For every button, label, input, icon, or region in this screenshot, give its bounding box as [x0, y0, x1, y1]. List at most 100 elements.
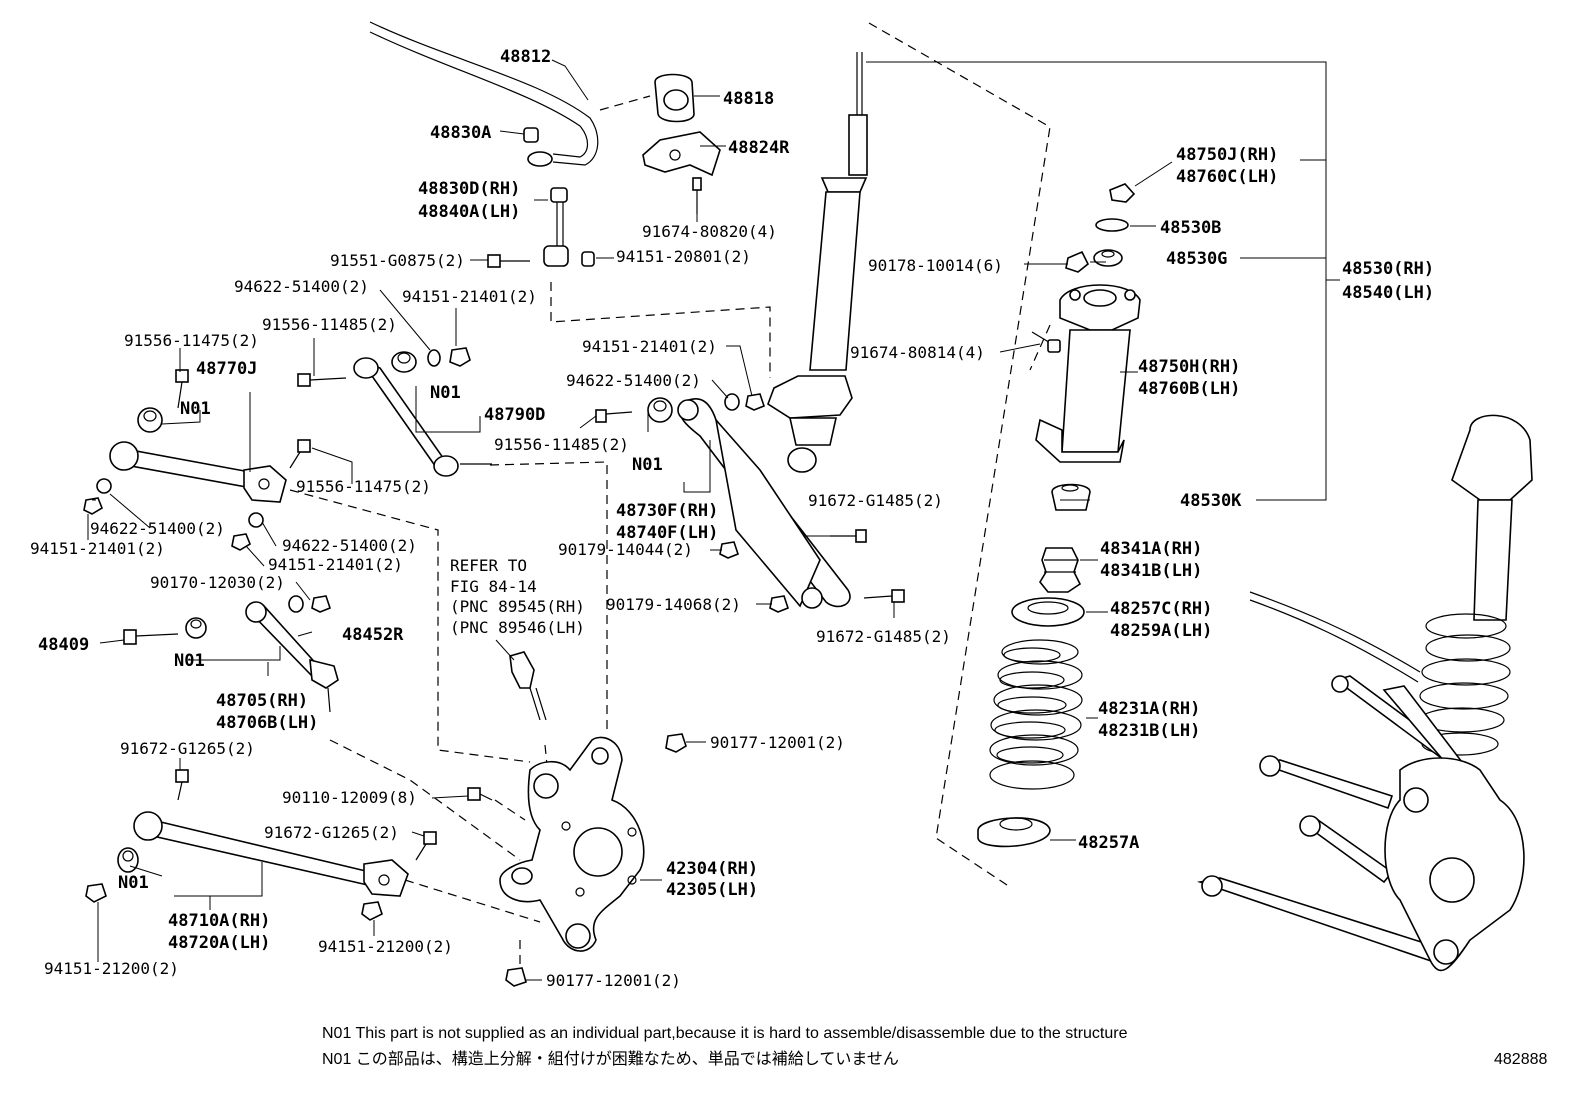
label-94151-21200-a[interactable]: 94151-21200(2)	[44, 959, 179, 978]
stabilizer-bar[interactable]	[369, 21, 599, 167]
label-94151-21401-a[interactable]: 94151-21401(2)	[402, 287, 537, 306]
label-42305[interactable]: 42305(LH)	[666, 880, 758, 900]
arm-nut-94151-21200-b[interactable]	[361, 901, 383, 921]
label-48710A[interactable]: 48710A(RH)	[168, 911, 270, 931]
label-n01-c[interactable]: N01	[632, 455, 663, 475]
toe-arm-bolt-48409[interactable]	[123, 629, 179, 645]
label-48409[interactable]: 48409	[38, 635, 89, 655]
label-48790D[interactable]: 48790D	[484, 405, 545, 425]
label-94622-51400-a[interactable]: 94622-51400(2)	[234, 277, 369, 296]
label-48760B[interactable]: 48760B(LH)	[1138, 379, 1240, 399]
label-90170-12030[interactable]: 90170-12030(2)	[150, 573, 285, 592]
label-48760C[interactable]: 48760C(LH)	[1176, 167, 1278, 187]
label-n01-a[interactable]: N01	[180, 399, 211, 419]
label-48750J[interactable]: 48750J(RH)	[1176, 145, 1278, 165]
arm-bushing-n01[interactable]	[647, 397, 673, 423]
strut-nut[interactable]	[1109, 183, 1136, 203]
arm-bushing-n01[interactable]	[137, 407, 163, 433]
arm-washer[interactable]	[427, 349, 441, 367]
arm-bolt-91672-G1265-b[interactable]	[415, 831, 437, 861]
arm-nut-94151-21200[interactable]	[85, 883, 107, 903]
label-48259A[interactable]: 48259A(LH)	[1110, 621, 1212, 641]
arm-nut-90179-14068[interactable]	[769, 595, 789, 613]
bracket-bolt[interactable]	[692, 177, 702, 214]
assembled-suspension-view[interactable]	[1196, 414, 1533, 972]
label-48818[interactable]: 48818	[723, 89, 774, 109]
label-48231B[interactable]: 48231B(LH)	[1098, 721, 1200, 741]
strut-bushing-lower[interactable]	[1051, 483, 1091, 511]
label-48750H[interactable]: 48750H(RH)	[1138, 357, 1240, 377]
label-48530K[interactable]: 48530K	[1180, 491, 1242, 511]
strut-washer[interactable]	[1095, 218, 1129, 232]
stabilizer-bushing[interactable]	[654, 73, 695, 123]
label-91672-G1265-a[interactable]: 91672-G1265(2)	[120, 739, 255, 758]
lower-spring-seat[interactable]	[977, 817, 1051, 848]
label-91674-80820[interactable]: 91674-80820(4)	[642, 222, 777, 241]
label-48540[interactable]: 48540(LH)	[1342, 283, 1434, 303]
stabilizer-link[interactable]	[543, 187, 569, 267]
coil-spring[interactable]	[989, 639, 1083, 790]
label-n01-d[interactable]: N01	[174, 651, 205, 671]
label-refer-2[interactable]: FIG 84-14	[450, 577, 537, 596]
label-48740F[interactable]: 48740F(LH)	[616, 523, 718, 543]
label-n01-b[interactable]: N01	[430, 383, 461, 403]
knuckle-nut-90177-a[interactable]	[665, 733, 687, 753]
arm-bolt-91672-G1485-b[interactable]	[863, 589, 905, 603]
label-n01-e[interactable]: N01	[118, 873, 149, 893]
arm-bushing-n01[interactable]	[117, 847, 139, 873]
label-94622-51400-b[interactable]: 94622-51400(2)	[566, 371, 701, 390]
arm-bushing-n01[interactable]	[391, 351, 417, 373]
label-48720A[interactable]: 48720A(LH)	[168, 933, 270, 953]
label-91672-G1265-b[interactable]: 91672-G1265(2)	[264, 823, 399, 842]
stabilizer-nut[interactable]	[523, 127, 539, 143]
arm-bolt-91672-G1485-a[interactable]	[830, 529, 867, 543]
label-91556-11485-b[interactable]: 91556-11485(2)	[494, 435, 629, 454]
label-48530[interactable]: 48530(RH)	[1342, 259, 1434, 279]
label-94622-51400-c[interactable]: 94622-51400(2)	[90, 519, 225, 538]
label-90179-14068[interactable]: 90179-14068(2)	[606, 595, 741, 614]
arm-bolt-91556-11485-b[interactable]	[595, 409, 633, 423]
label-48705[interactable]: 48705(RH)	[216, 691, 308, 711]
label-48840A[interactable]: 48840A(LH)	[418, 202, 520, 222]
label-94151-20801[interactable]: 94151-20801(2)	[616, 247, 751, 266]
spring-bumper[interactable]	[1039, 547, 1082, 593]
label-48530G[interactable]: 48530G	[1166, 249, 1227, 269]
knuckle-bolt-90110[interactable]	[467, 787, 493, 801]
label-91674-80814[interactable]: 91674-80814(4)	[850, 343, 985, 362]
label-refer-3[interactable]: (PNC 89545(RH)	[450, 597, 585, 616]
lower-arm-48710A[interactable]	[133, 811, 409, 897]
arm-nut[interactable]	[83, 497, 103, 515]
label-48257A[interactable]: 48257A	[1078, 833, 1139, 853]
arm-washer[interactable]	[724, 393, 740, 411]
label-refer-4[interactable]: (PNC 89546(LH)	[450, 618, 585, 637]
link-bolt[interactable]	[487, 254, 530, 268]
strut-support[interactable]	[1035, 284, 1141, 463]
knuckle-nut-90177-b[interactable]	[505, 967, 527, 987]
arm-nut[interactable]	[745, 393, 765, 411]
upper-arm-48790D[interactable]	[353, 357, 459, 477]
label-48830D[interactable]: 48830D(RH)	[418, 179, 520, 199]
abs-sensor[interactable]	[509, 651, 547, 721]
arm-nut[interactable]	[231, 533, 251, 551]
label-91551-G0875[interactable]: 91551-G0875(2)	[330, 251, 465, 270]
lower-arm-48730F[interactable]	[677, 398, 851, 609]
label-90179-14044[interactable]: 90179-14044(2)	[558, 540, 693, 559]
label-48341A[interactable]: 48341A(RH)	[1100, 539, 1202, 559]
label-48231A[interactable]: 48231A(RH)	[1098, 699, 1200, 719]
arm-bolt-91556-11485[interactable]	[297, 373, 347, 387]
toe-arm-adjuster[interactable]	[288, 595, 304, 613]
label-48770J[interactable]: 48770J	[196, 359, 257, 379]
label-91672-G1485-a[interactable]: 91672-G1485(2)	[808, 491, 943, 510]
label-90177-12001-b[interactable]: 90177-12001(2)	[546, 971, 681, 990]
arm-nut[interactable]	[449, 347, 471, 367]
label-48706B[interactable]: 48706B(LH)	[216, 713, 318, 733]
label-94151-21401-d[interactable]: 94151-21401(2)	[268, 555, 403, 574]
arm-bolt-91556-11475-b[interactable]	[289, 439, 311, 469]
label-91556-11475-b[interactable]: 91556-11475(2)	[296, 477, 431, 496]
label-90110-12009[interactable]: 90110-12009(8)	[282, 788, 417, 807]
label-94151-21200-b[interactable]: 94151-21200(2)	[318, 937, 453, 956]
upper-spring-seat[interactable]	[1011, 597, 1085, 627]
label-48530B[interactable]: 48530B	[1160, 218, 1221, 238]
arm-washer[interactable]	[96, 478, 112, 494]
label-48452R[interactable]: 48452R	[342, 625, 404, 645]
